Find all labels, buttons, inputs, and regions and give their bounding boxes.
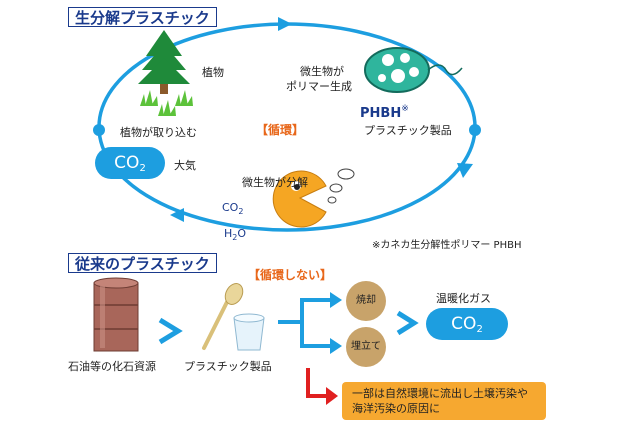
cup-icon [233,313,265,351]
footnote: ※カネカ生分解性ポリマー PHBH [372,240,522,251]
branch-arrows [278,298,336,348]
pollution-note: 一部は自然環境に流出し土壌汚染や 海洋汚染の原因に [342,382,546,420]
note-line2: 海洋汚染の原因に [352,402,440,415]
absorb-label: 植物が取り込む [120,126,197,139]
chem-h2o-sub: 2 [232,233,238,243]
chem-co2: CO2 [222,201,243,216]
atmosphere-co2: CO2 [95,147,165,179]
gas-co2-sub: 2 [476,324,483,335]
pacman-microbe-icon [272,170,327,228]
arrow-fossil-to-product [158,317,183,345]
gas-co2-text: CO [451,314,477,334]
plant-label: 植物 [202,66,224,79]
co2-sub: 2 [139,163,146,174]
fossil-label: 石油等の化石資源 [68,360,156,373]
no-cycle-label: 【循環しない】 [248,268,333,282]
microbe-label-line2: ポリマー生成 [286,80,352,93]
thought-bubble-icon [327,168,355,204]
chem-h2o-h: H [224,227,233,240]
cycle-arrow-right [457,163,473,178]
microbe-icon [364,47,463,93]
chem-h2o: H2O [224,227,246,242]
oil-drum-icon [93,277,139,352]
cycle-arrow-bottom [170,208,184,222]
arrow-to-burn [330,292,342,308]
decompose-label: 微生物が分解 [242,176,308,189]
phbh-label: PHBH※ [360,104,409,121]
burn-circle: 焼却 [346,281,386,321]
bottom-product-label: プラスチック製品 [184,360,272,373]
chem-co2-sub: 2 [238,207,244,217]
tree-icon [138,30,190,94]
conventional-heading: 従来のプラスチック [68,253,217,273]
arrow-to-gas [396,310,419,336]
chem-h2o-o: O [237,227,247,240]
microbe-label-line1: 微生物が [300,65,344,78]
cycle-arrow-top [278,17,292,31]
air-label: 大気 [174,159,196,172]
warning-arrow [306,368,338,405]
cycle-label: 【循環】 [256,123,305,137]
gas-label: 温暖化ガス [436,292,491,305]
greenhouse-co2: CO2 [426,308,508,340]
spoon-icon [202,283,244,350]
cycle-dot-left [93,124,105,136]
landfill-circle: 埋立て [346,327,386,367]
grass-icon [140,90,193,116]
product-label: プラスチック製品 [364,124,452,137]
arrow-to-landfill [330,338,342,354]
phbh-mark: ※ [401,104,409,114]
biodegradable-heading: 生分解プラスチック [68,7,217,27]
chem-co2-text: CO [222,201,239,214]
co2-text: CO [114,153,140,173]
note-line1: 一部は自然環境に流出し土壌汚染や [352,387,528,400]
cycle-dot-right [469,124,481,136]
phbh-text: PHBH [360,106,402,121]
